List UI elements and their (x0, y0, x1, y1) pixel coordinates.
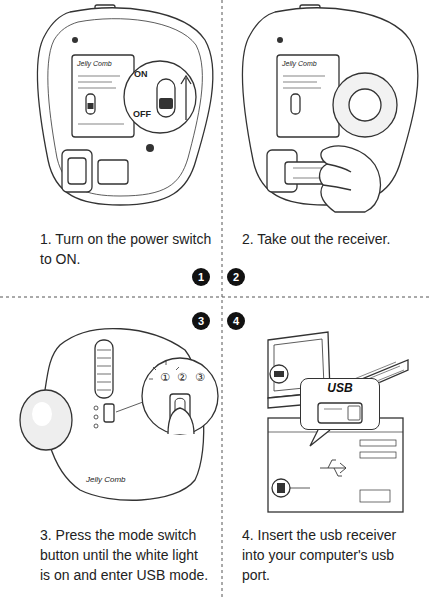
brand-label: Jelly Comb (77, 60, 112, 68)
usb-callout: USB (300, 378, 380, 430)
brand-label: Jelly Comb (282, 60, 317, 68)
callout-number: 4 (233, 316, 239, 327)
switch-label: OFF (133, 110, 151, 120)
step-text: 2. Take out the receiver. (242, 230, 414, 250)
mode-number: ① (160, 371, 170, 383)
callout-number: 3 (198, 316, 204, 327)
step-number: 3 (192, 312, 210, 330)
step-text: 3. Press the mode switch button until th… (40, 526, 210, 586)
step-text: 4. Insert the usb receiver into your com… (242, 526, 422, 586)
step-text: 1. Turn on the power switch to ON. (40, 230, 212, 270)
switch-label: ON (134, 70, 148, 80)
step-number: 1 (192, 268, 210, 286)
step-number: 2 (227, 268, 245, 286)
mode-number: ③ (195, 371, 205, 383)
mode-number: ② (177, 371, 187, 383)
callout-number: 1 (198, 272, 204, 283)
brand-label: Jelly Comb (86, 476, 126, 485)
step-number: 4 (227, 312, 245, 330)
callout-title: USB (301, 382, 379, 395)
callout-number: 2 (233, 272, 239, 283)
